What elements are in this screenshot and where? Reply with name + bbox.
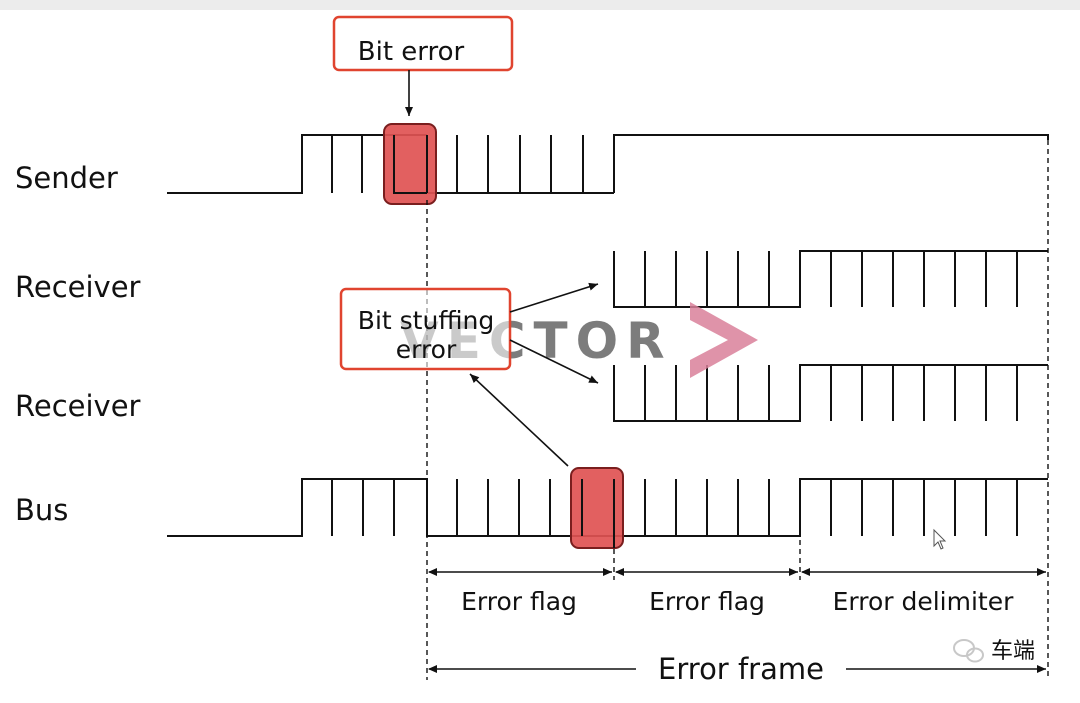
callout-to-receiver-1-arrow <box>509 282 599 313</box>
wechat-watermark: 车端 <box>953 639 1035 664</box>
wechat-account-label: 车端 <box>991 639 1035 664</box>
bit-stuffing-callout-line2: error <box>396 335 457 364</box>
bit-error-highlight <box>383 123 437 205</box>
vector-logo-arrow-icon <box>690 302 758 378</box>
wechat-icon-bubble <box>966 647 984 663</box>
bit-error-trace <box>393 135 428 194</box>
bit-stuffing-error-highlight <box>570 467 624 549</box>
bit-stuffing-error-callout <box>339 287 512 371</box>
bit-stuffing-callout-line1: Bit stuffing <box>358 306 494 335</box>
mouse-cursor-icon <box>933 528 947 550</box>
callout-to-receiver-2-arrow <box>509 339 599 384</box>
receiver-1-waveform <box>613 250 1048 308</box>
stuffing-to-callout-arrow <box>469 373 569 467</box>
error-delimiter-label: Error delimiter <box>833 587 1015 616</box>
receiver-2-waveform <box>613 364 1048 422</box>
top-bar <box>0 0 1080 10</box>
sender-label: Sender <box>15 161 118 195</box>
receiver-1-label: Receiver <box>15 270 141 304</box>
bit-error-callout <box>332 15 514 72</box>
error-flag-2-label: Error flag <box>649 587 765 616</box>
bit-error-callout-label: Bit error <box>358 37 465 67</box>
bus-label: Bus <box>15 493 68 527</box>
receiver-2-label: Receiver <box>15 389 141 423</box>
bit-stuffing-error-trace <box>581 479 615 548</box>
wechat-icon <box>953 639 975 657</box>
error-frame-label: Error frame <box>658 652 824 686</box>
error-flag-1-label: Error flag <box>461 587 577 616</box>
sender-waveform <box>167 134 1049 194</box>
